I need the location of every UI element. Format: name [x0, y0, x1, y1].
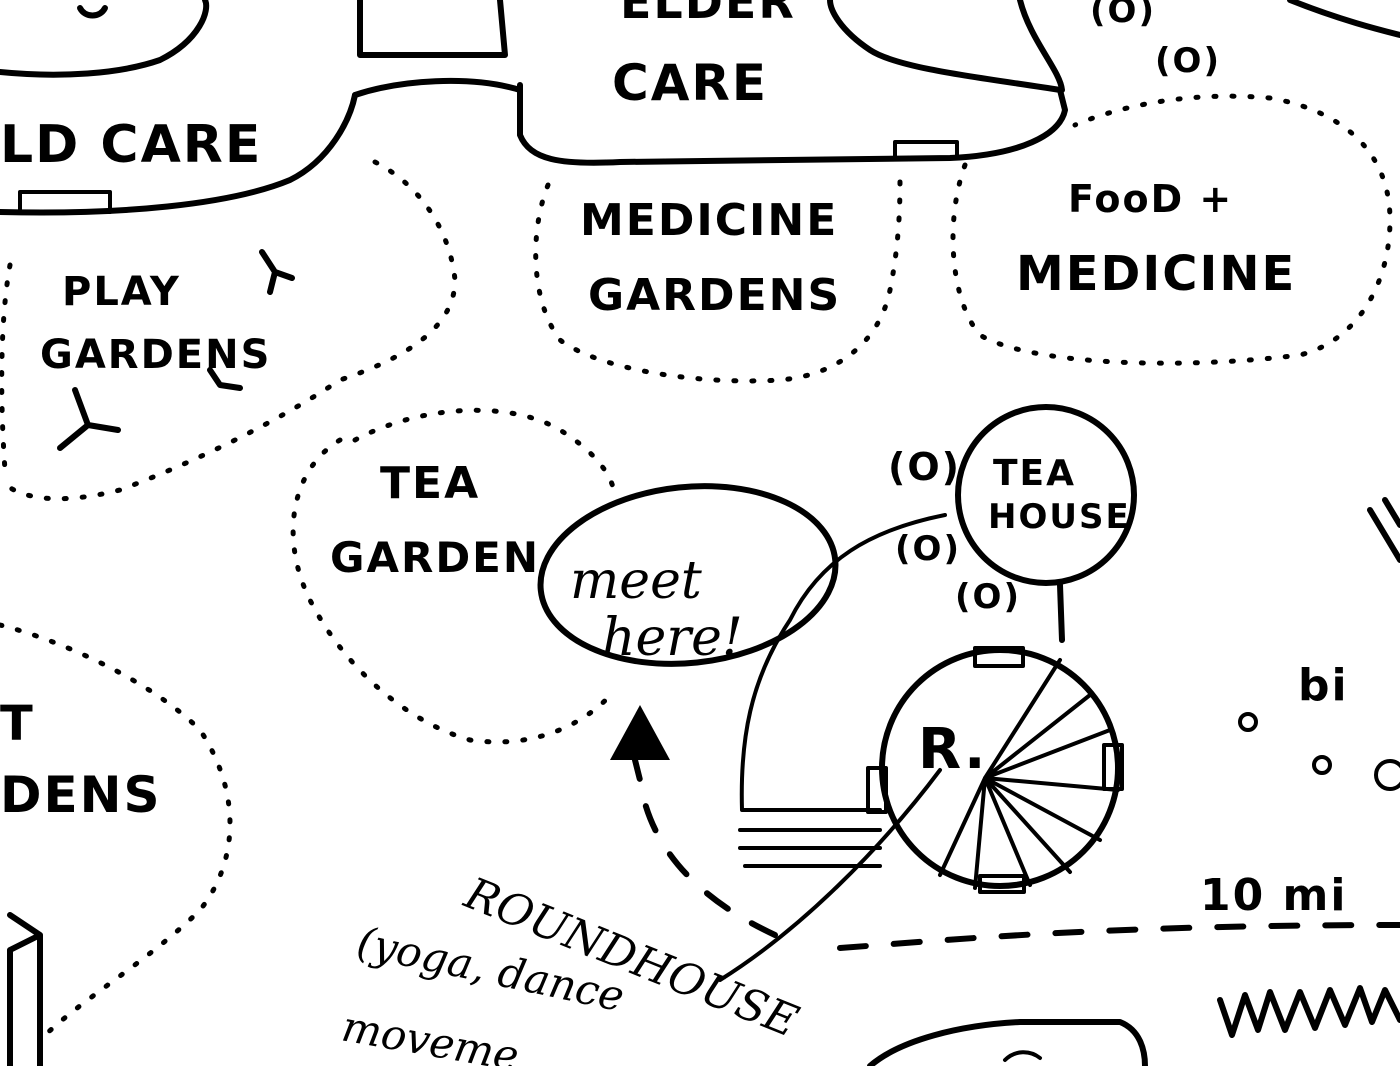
- medicine-gardens-label-2: GARDENS: [588, 270, 841, 321]
- person-icon: (O): [955, 577, 1021, 617]
- left-gardens-label-2: DENS: [0, 766, 162, 824]
- tea-house-label-1: TEA: [993, 453, 1076, 494]
- tea-garden-label-2: GARDEN: [330, 533, 540, 582]
- play-gardens-label-1: PLAY: [62, 269, 181, 315]
- tree-icon: [57, 387, 121, 451]
- face-icon: [77, 5, 108, 19]
- food-medicine-area[interactable]: FooD + MEDICINE: [950, 93, 1393, 366]
- left-gardens-label-1: T: [0, 696, 35, 752]
- play-gardens-label-2: GARDENS: [40, 332, 271, 378]
- elder-care-building[interactable]: ELDER CARE: [517, 0, 1068, 166]
- tea-garden-label-1: TEA: [380, 458, 480, 509]
- bottom-building: [867, 1019, 1148, 1066]
- roundhouse-marker-label: R.: [918, 717, 987, 782]
- tea-house-label-2: HOUSE: [988, 497, 1131, 537]
- person-icon: (O): [1090, 0, 1156, 31]
- tea-garden-area[interactable]: TEA GARDEN: [290, 407, 618, 745]
- food-medicine-label-1: FooD +: [1068, 177, 1233, 221]
- elder-care-label-2: CARE: [612, 54, 768, 112]
- left-gardens-area[interactable]: T DENS: [0, 622, 233, 1066]
- roundhouse-caption: ROUNDHOUSE (yoga, dance moveme: [338, 868, 805, 1066]
- tree-icon: [259, 249, 295, 295]
- roundhouse-caption-3: moveme: [338, 1002, 522, 1066]
- person-icon: (O): [888, 445, 961, 489]
- play-gardens-area[interactable]: PLAY GARDENS: [0, 159, 458, 502]
- distance-path: 10 mi: [837, 870, 1400, 951]
- medicine-gardens-label-1: MEDICINE: [580, 195, 838, 246]
- tea-house-building[interactable]: TEA HOUSE: [955, 404, 1137, 643]
- elder-care-label-1: ELDER: [620, 0, 796, 29]
- child-care-building[interactable]: LD CARE: [0, 0, 358, 216]
- distance-label: 10 mi: [1200, 870, 1347, 921]
- meet-here-label-2: here!: [602, 608, 743, 668]
- arrow-up-icon: [610, 705, 778, 938]
- roundhouse-building[interactable]: R.: [866, 646, 1124, 894]
- tree-icon: [207, 367, 243, 391]
- food-medicine-label-2: MEDICINE: [1016, 246, 1296, 302]
- grass-icon: [1217, 985, 1400, 1038]
- big-label: bi: [1298, 660, 1349, 711]
- meet-here-label-1: meet: [570, 551, 702, 611]
- medicine-gardens-area[interactable]: MEDICINE GARDENS: [533, 172, 903, 384]
- meet-here-marker[interactable]: meet here!: [532, 472, 845, 678]
- child-care-label: LD CARE: [0, 115, 262, 175]
- person-icon: (O): [1155, 41, 1221, 81]
- person-icon: (O): [895, 529, 961, 569]
- big-trees-area: bi: [1238, 0, 1400, 791]
